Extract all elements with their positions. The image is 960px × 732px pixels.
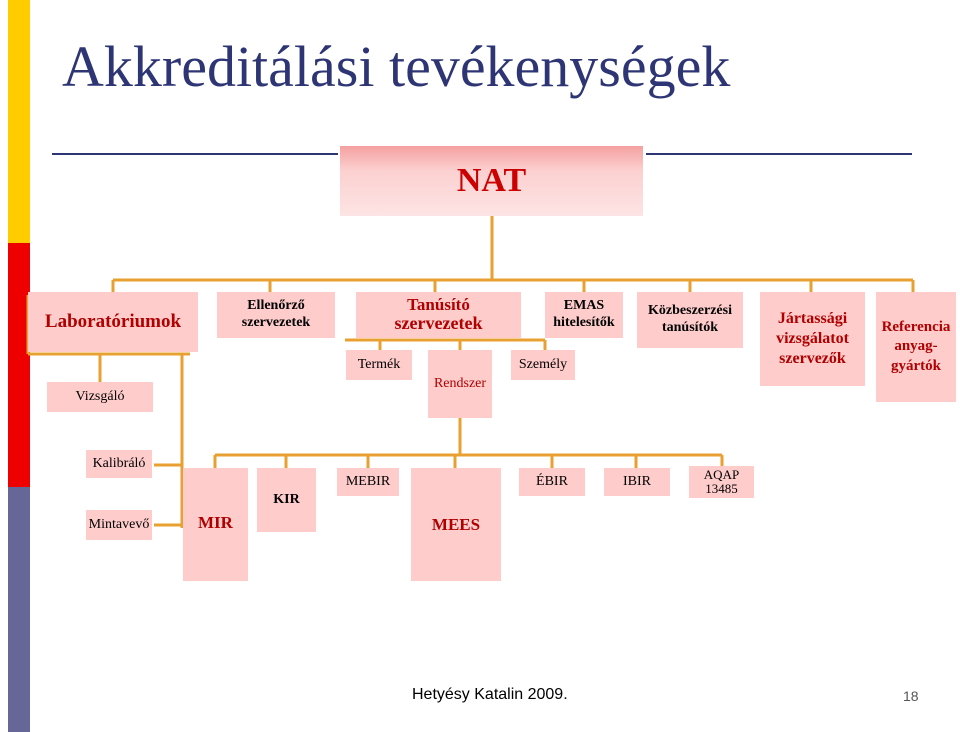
root-node-nat: NAT xyxy=(340,146,643,216)
node-kalibralo-label: Kalibráló xyxy=(92,456,146,471)
node-vizsgalo-label: Vizsgáló xyxy=(75,389,125,404)
node-ellenorzo: Ellenőrző szervezetek xyxy=(217,292,335,338)
title-rule-right xyxy=(646,153,912,155)
node-ibir: IBIR xyxy=(604,468,670,496)
node-emas-line: hitelesítők xyxy=(553,315,615,330)
node-mintavevo: Mintavevő xyxy=(86,510,152,540)
node-referencia-line: anyag- xyxy=(894,338,938,355)
node-tanusito-line: Tanúsító xyxy=(407,294,470,314)
node-termek-label: Termék xyxy=(357,357,401,372)
node-szemely-label: Személy xyxy=(518,357,568,372)
node-szemely: Személy xyxy=(511,350,575,380)
node-mintavevo-label: Mintavevő xyxy=(88,517,150,532)
node-termek: Termék xyxy=(346,350,412,380)
node-rendszer-label: Rendszer xyxy=(433,376,487,391)
page-number: 18 xyxy=(903,688,919,704)
node-referencia: Referencia anyag- gyártók xyxy=(876,292,956,402)
node-ebir: ÉBIR xyxy=(519,468,585,496)
node-emas: EMAS hitelesítők xyxy=(545,292,623,338)
node-rendszer: Rendszer xyxy=(428,350,492,418)
node-jartassagi: Jártassági vizsgálatot szervezők xyxy=(760,292,865,386)
node-mees-label: MEES xyxy=(431,514,481,534)
node-laboratoriumok-label: Laboratóriumok xyxy=(44,311,182,332)
node-kozbeszerzesi-line: tanúsítók xyxy=(661,320,719,335)
node-vizsgalo: Vizsgáló xyxy=(47,382,153,412)
node-mebir-label: MEBIR xyxy=(345,474,391,489)
node-tanusito-line: szervezetek xyxy=(394,313,483,334)
node-ebir-label: ÉBIR xyxy=(536,474,568,489)
node-aqap-line: 13485 xyxy=(705,481,738,496)
node-jartassagi-line: vizsgálatot xyxy=(776,330,849,347)
node-ellenorzo-line: Ellenőrző xyxy=(247,298,305,314)
node-aqap-line: AQAP xyxy=(703,466,740,482)
node-kalibralo: Kalibráló xyxy=(86,450,152,478)
node-mir: MIR xyxy=(183,468,248,581)
node-jartassagi-line: Jártassági xyxy=(777,310,848,327)
node-kozbeszerzesi: Közbeszerzési tanúsítók xyxy=(637,292,743,348)
accent-stripe-red xyxy=(8,243,30,487)
node-mir-label: MIR xyxy=(198,512,233,532)
node-laboratoriumok: Laboratóriumok xyxy=(28,292,198,352)
accent-stripe-blue xyxy=(8,487,30,732)
footer-author: Hetyésy Katalin 2009. xyxy=(412,686,568,703)
node-kozbeszerzesi-line: Közbeszerzési xyxy=(648,303,732,319)
node-referencia-line: Referencia xyxy=(881,318,951,335)
accent-stripe-yellow xyxy=(8,0,30,243)
node-mees: MEES xyxy=(411,468,501,581)
node-mebir: MEBIR xyxy=(337,468,399,496)
node-jartassagi-line: szervezők xyxy=(779,350,846,367)
node-kir-label: KIR xyxy=(273,492,300,507)
root-node-label: NAT xyxy=(456,162,527,199)
node-kir: KIR xyxy=(257,468,316,532)
node-emas-line: EMAS xyxy=(563,298,605,314)
node-ibir-label: IBIR xyxy=(623,474,651,489)
node-ellenorzo-line: szervezetek xyxy=(241,315,311,330)
node-aqap: AQAP 13485 xyxy=(689,466,754,498)
node-referencia-line: gyártók xyxy=(891,357,941,374)
title-rule-left xyxy=(52,153,338,155)
slide-title: Akkreditálási tevékenységek xyxy=(62,34,731,99)
node-tanusito: Tanúsító szervezetek xyxy=(356,292,521,338)
